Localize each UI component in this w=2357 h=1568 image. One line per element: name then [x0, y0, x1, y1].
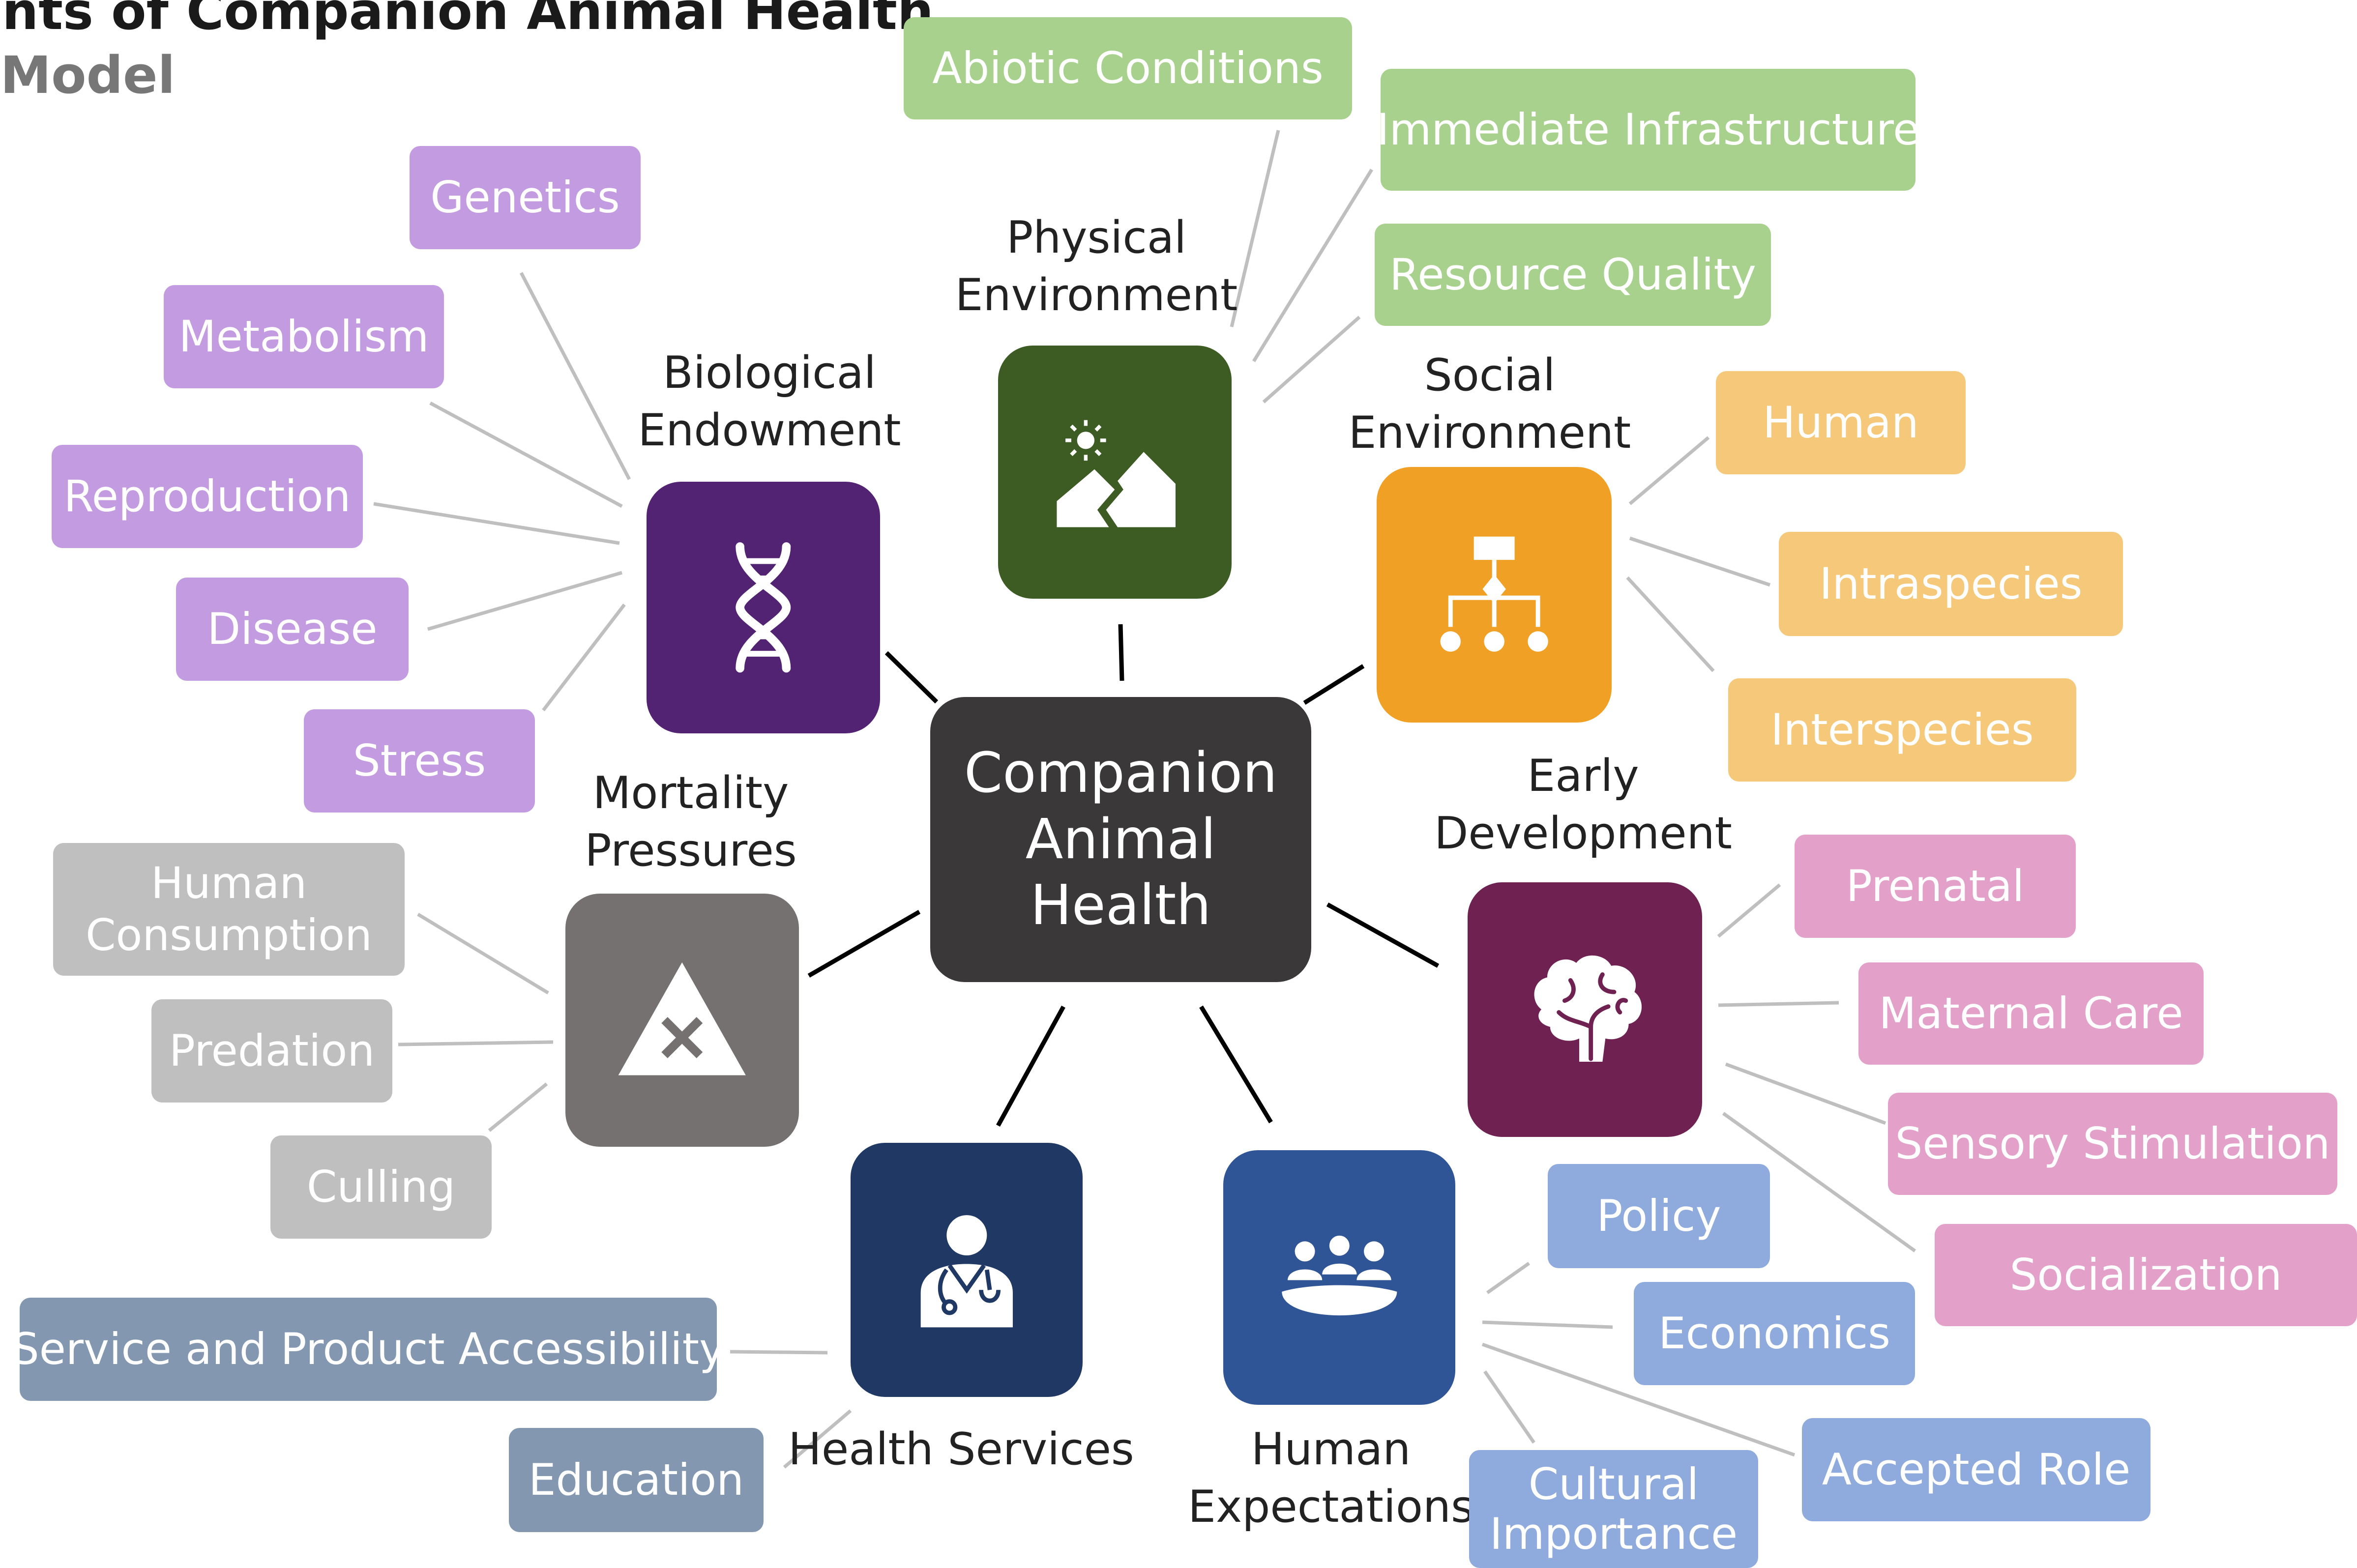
meeting-icon — [1281, 1236, 1397, 1316]
dna-icon — [736, 542, 791, 673]
leaf-resource-quality: Resource Quality — [1375, 224, 1771, 326]
leaf-predation: Predation — [151, 999, 392, 1103]
hub-mortality-pressures — [565, 894, 799, 1147]
hub-early-development — [1468, 882, 1702, 1137]
leaf-disease: Disease — [176, 578, 409, 681]
leaf-maternal-care: Maternal Care — [1858, 962, 2204, 1065]
hub-social-environment — [1377, 467, 1612, 723]
leaf-genetics: Genetics — [410, 146, 641, 249]
warning-x-icon — [618, 962, 746, 1075]
center-node: Companion Animal Health — [930, 697, 1311, 982]
leaf-interspecies: Interspecies — [1728, 678, 2076, 782]
leaf-prenatal: Prenatal — [1795, 835, 2076, 938]
leaf-culling: Culling — [270, 1135, 492, 1239]
category-label-biological: Biological Endowment — [638, 347, 901, 456]
leaf-intraspecies: Intraspecies — [1779, 532, 2123, 636]
hub-health-services — [851, 1143, 1083, 1397]
category-label-social: Social Environment — [1348, 349, 1631, 459]
leaf-accepted-role: Accepted Role — [1802, 1418, 2151, 1521]
hub-human-expectations — [1223, 1150, 1455, 1405]
category-label-early: Early Development — [1434, 750, 1732, 859]
brain-icon — [1534, 956, 1642, 1062]
category-label-mortality: Mortality Pressures — [585, 767, 797, 876]
leaf-abiotic-conditions: Abiotic Conditions — [904, 17, 1352, 119]
hub-physical-environment — [998, 346, 1232, 599]
leaf-sensory-stimulation: Sensory Stimulation — [1888, 1093, 2337, 1195]
mountain-sun-icon — [1057, 420, 1176, 527]
category-label-expectations: Human Expectations — [1188, 1423, 1474, 1533]
leaf-metabolism: Metabolism — [164, 285, 444, 388]
leaf-reproduction: Reproduction — [52, 445, 363, 548]
leaf-cultural-importance: Cultural Importance — [1469, 1450, 1758, 1568]
category-label-physical: Physical Environment — [955, 212, 1238, 321]
leaf-education: Education — [509, 1428, 764, 1532]
leaf-stress: Stress — [304, 709, 535, 813]
hub-biological-endowment — [647, 482, 880, 733]
leaf-service-product-accessibility: Service and Product Accessibility — [12, 1298, 725, 1401]
leaf-immediate-infrastructure: Immediate Infrastructure — [1377, 69, 1919, 191]
leaf-human: Human — [1716, 371, 1966, 474]
diagram-title: nants of Companion Animal Health — [0, 0, 934, 41]
leaf-socialization: Socialization — [1935, 1224, 2357, 1326]
doctor-icon — [920, 1215, 1013, 1328]
category-label-health: Health Services — [788, 1423, 1134, 1475]
leaf-policy: Policy — [1548, 1164, 1770, 1268]
leaf-economics: Economics — [1634, 1282, 1915, 1385]
diagram-subtitle: d Model — [0, 45, 176, 105]
hierarchy-icon — [1440, 536, 1548, 652]
leaf-human-consumption: Human Consumption — [53, 843, 405, 976]
